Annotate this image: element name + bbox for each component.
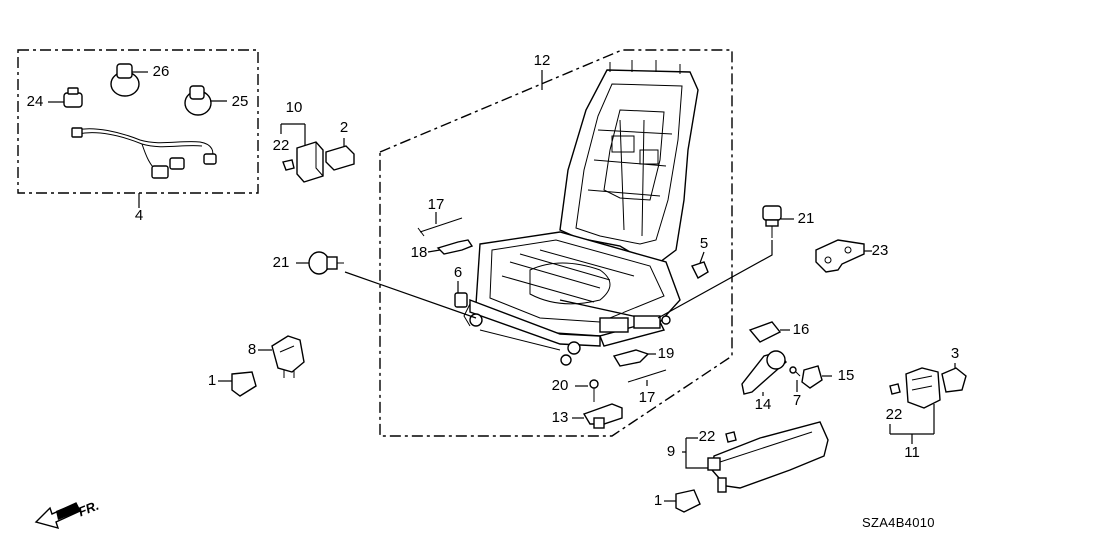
bolt-20 <box>589 379 599 402</box>
label-3: 3 <box>950 345 960 362</box>
clip-22-lower <box>725 431 737 443</box>
label-17-lower: 17 <box>638 389 656 406</box>
label-17-upper: 17 <box>427 196 445 213</box>
seat-back-frame <box>559 60 699 263</box>
bracket-11 <box>889 404 935 444</box>
clip-24 <box>63 87 83 108</box>
label-25: 25 <box>231 93 249 110</box>
label-26: 26 <box>152 63 170 80</box>
wire-harness <box>71 127 217 179</box>
spring-17-lower <box>627 369 667 383</box>
label-20: 20 <box>551 377 569 394</box>
label-15: 15 <box>837 367 855 384</box>
label-4: 4 <box>134 207 144 224</box>
front-arrow-icon <box>34 502 81 530</box>
label-16: 16 <box>792 321 810 338</box>
cover-8 <box>271 335 305 378</box>
diagram-code: SZA4B4010 <box>862 515 935 530</box>
label-12: 12 <box>533 52 551 69</box>
label-19: 19 <box>657 345 675 362</box>
cover-3 <box>941 367 967 393</box>
cover-2 <box>325 145 355 171</box>
clip-5 <box>691 261 709 279</box>
label-14: 14 <box>754 396 772 413</box>
seat-cushion-frame <box>475 231 681 337</box>
bracket-10 <box>280 123 306 146</box>
leader-21-right <box>657 240 773 319</box>
label-22-upper: 22 <box>272 137 290 154</box>
bolt-21-right <box>762 205 782 238</box>
label-21-right: 21 <box>797 210 815 227</box>
cap-16 <box>748 321 782 343</box>
lever-14 <box>741 350 787 395</box>
label-8: 8 <box>247 341 257 358</box>
label-9: 9 <box>666 443 676 460</box>
bracket-9 <box>682 437 708 469</box>
label-6: 6 <box>453 264 463 281</box>
clip-6 <box>454 292 468 308</box>
label-13: 13 <box>551 409 569 426</box>
harness-group-box <box>17 49 259 194</box>
cap-15 <box>801 365 823 389</box>
label-22-right: 22 <box>885 406 903 423</box>
label-2: 2 <box>339 119 349 136</box>
label-24: 24 <box>26 93 44 110</box>
label-7: 7 <box>792 392 802 409</box>
cap-1-lower <box>675 489 701 513</box>
clip-18 <box>436 239 474 255</box>
clip-22-upper <box>282 159 295 171</box>
side-shield-9 <box>707 421 829 493</box>
label-1-left: 1 <box>207 372 217 389</box>
cover-10 <box>296 141 324 183</box>
cap-1-left <box>231 371 257 397</box>
label-18: 18 <box>410 244 428 261</box>
cover-13 <box>582 403 623 429</box>
band-clip-25 <box>184 85 212 116</box>
clip-22-right <box>889 383 901 395</box>
label-23: 23 <box>871 242 889 259</box>
seat-track-rails <box>463 298 671 366</box>
screw-7 <box>789 366 801 377</box>
label-5: 5 <box>699 235 709 252</box>
clip-19 <box>612 349 650 367</box>
band-clip-26 <box>110 63 140 97</box>
label-21-left: 21 <box>272 254 290 271</box>
bolt-21-left <box>308 251 344 275</box>
leader-21-left <box>344 271 477 319</box>
label-11: 11 <box>904 444 920 461</box>
label-22-lower: 22 <box>698 428 716 445</box>
spring-17-upper <box>417 217 463 237</box>
label-1-lower: 1 <box>653 492 663 509</box>
bracket-23 <box>815 239 865 273</box>
label-10: 10 <box>285 99 303 116</box>
cover-11 <box>905 367 941 409</box>
